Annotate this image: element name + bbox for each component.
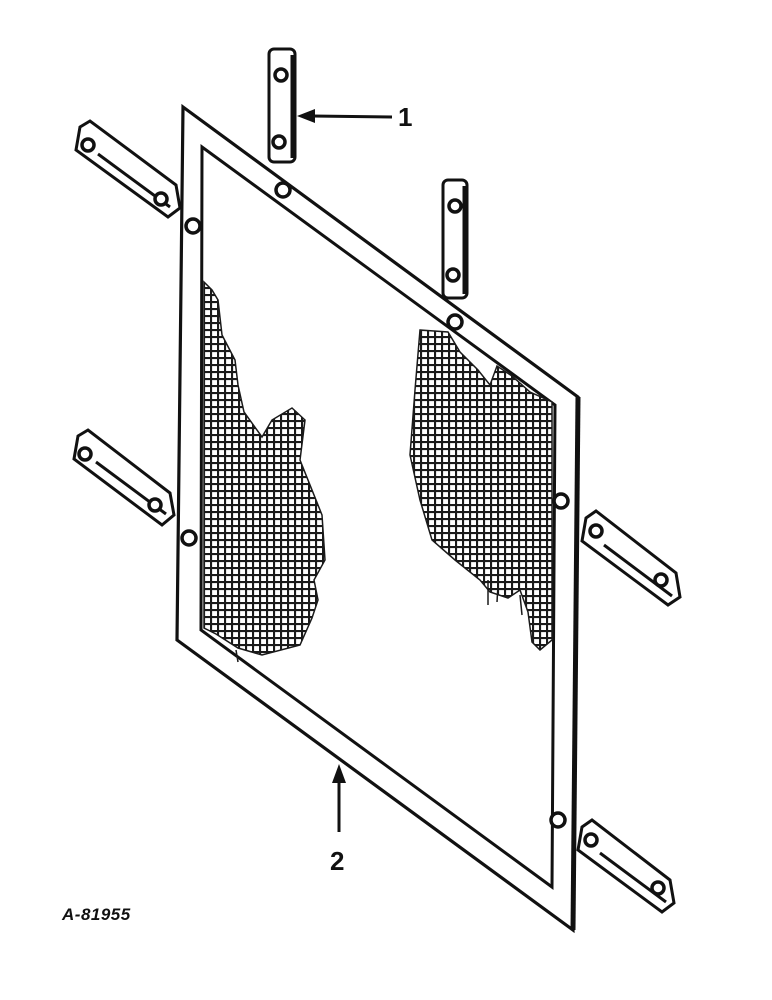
bracket-hole xyxy=(153,191,169,207)
bracket-hole xyxy=(653,572,669,588)
bracket-right-vertical xyxy=(441,178,469,300)
screen-frame xyxy=(175,103,581,934)
mesh-patch-left xyxy=(203,280,326,656)
callout-arrow-2 xyxy=(332,764,346,832)
mesh-wire xyxy=(519,594,523,616)
mounting-hole xyxy=(549,811,567,829)
callout-label-1: 1 xyxy=(398,102,412,132)
mounting-hole xyxy=(446,313,464,331)
bracket-hole xyxy=(583,832,599,848)
bracket-hole xyxy=(80,137,96,153)
mesh-wire xyxy=(235,649,239,663)
mounting-hole xyxy=(274,181,292,199)
bracket-hole xyxy=(650,880,666,896)
bracket-top-vertical xyxy=(267,47,297,164)
mounting-hole xyxy=(552,492,570,510)
bracket-hole xyxy=(147,497,163,513)
bracket-lower-left xyxy=(72,428,176,527)
bracket-hole xyxy=(445,267,461,283)
screen-mesh xyxy=(203,280,553,663)
bracket-lower-right xyxy=(576,818,676,914)
mounting-hole xyxy=(184,217,202,235)
frame-holes xyxy=(180,181,570,829)
mesh-patch-right xyxy=(409,329,553,652)
bracket-hole xyxy=(447,198,463,214)
bracket-hole xyxy=(271,134,287,150)
bracket-upper-left xyxy=(74,119,182,219)
mounting-hole xyxy=(180,529,198,547)
figure-id: A-81955 xyxy=(61,905,131,924)
bracket-hole xyxy=(77,446,93,462)
bracket-middle-right xyxy=(580,509,682,607)
screen-frame-edge xyxy=(570,396,581,931)
callout-label-2: 2 xyxy=(330,846,344,876)
mesh-wire xyxy=(496,584,499,603)
callout-arrow-1 xyxy=(297,109,393,123)
brackets xyxy=(72,47,682,914)
callout-leaders xyxy=(297,109,393,832)
bracket-hole xyxy=(273,67,289,83)
screen-frame-inner xyxy=(199,144,557,890)
bracket-hole xyxy=(588,523,604,539)
bracket-plate xyxy=(74,119,182,219)
